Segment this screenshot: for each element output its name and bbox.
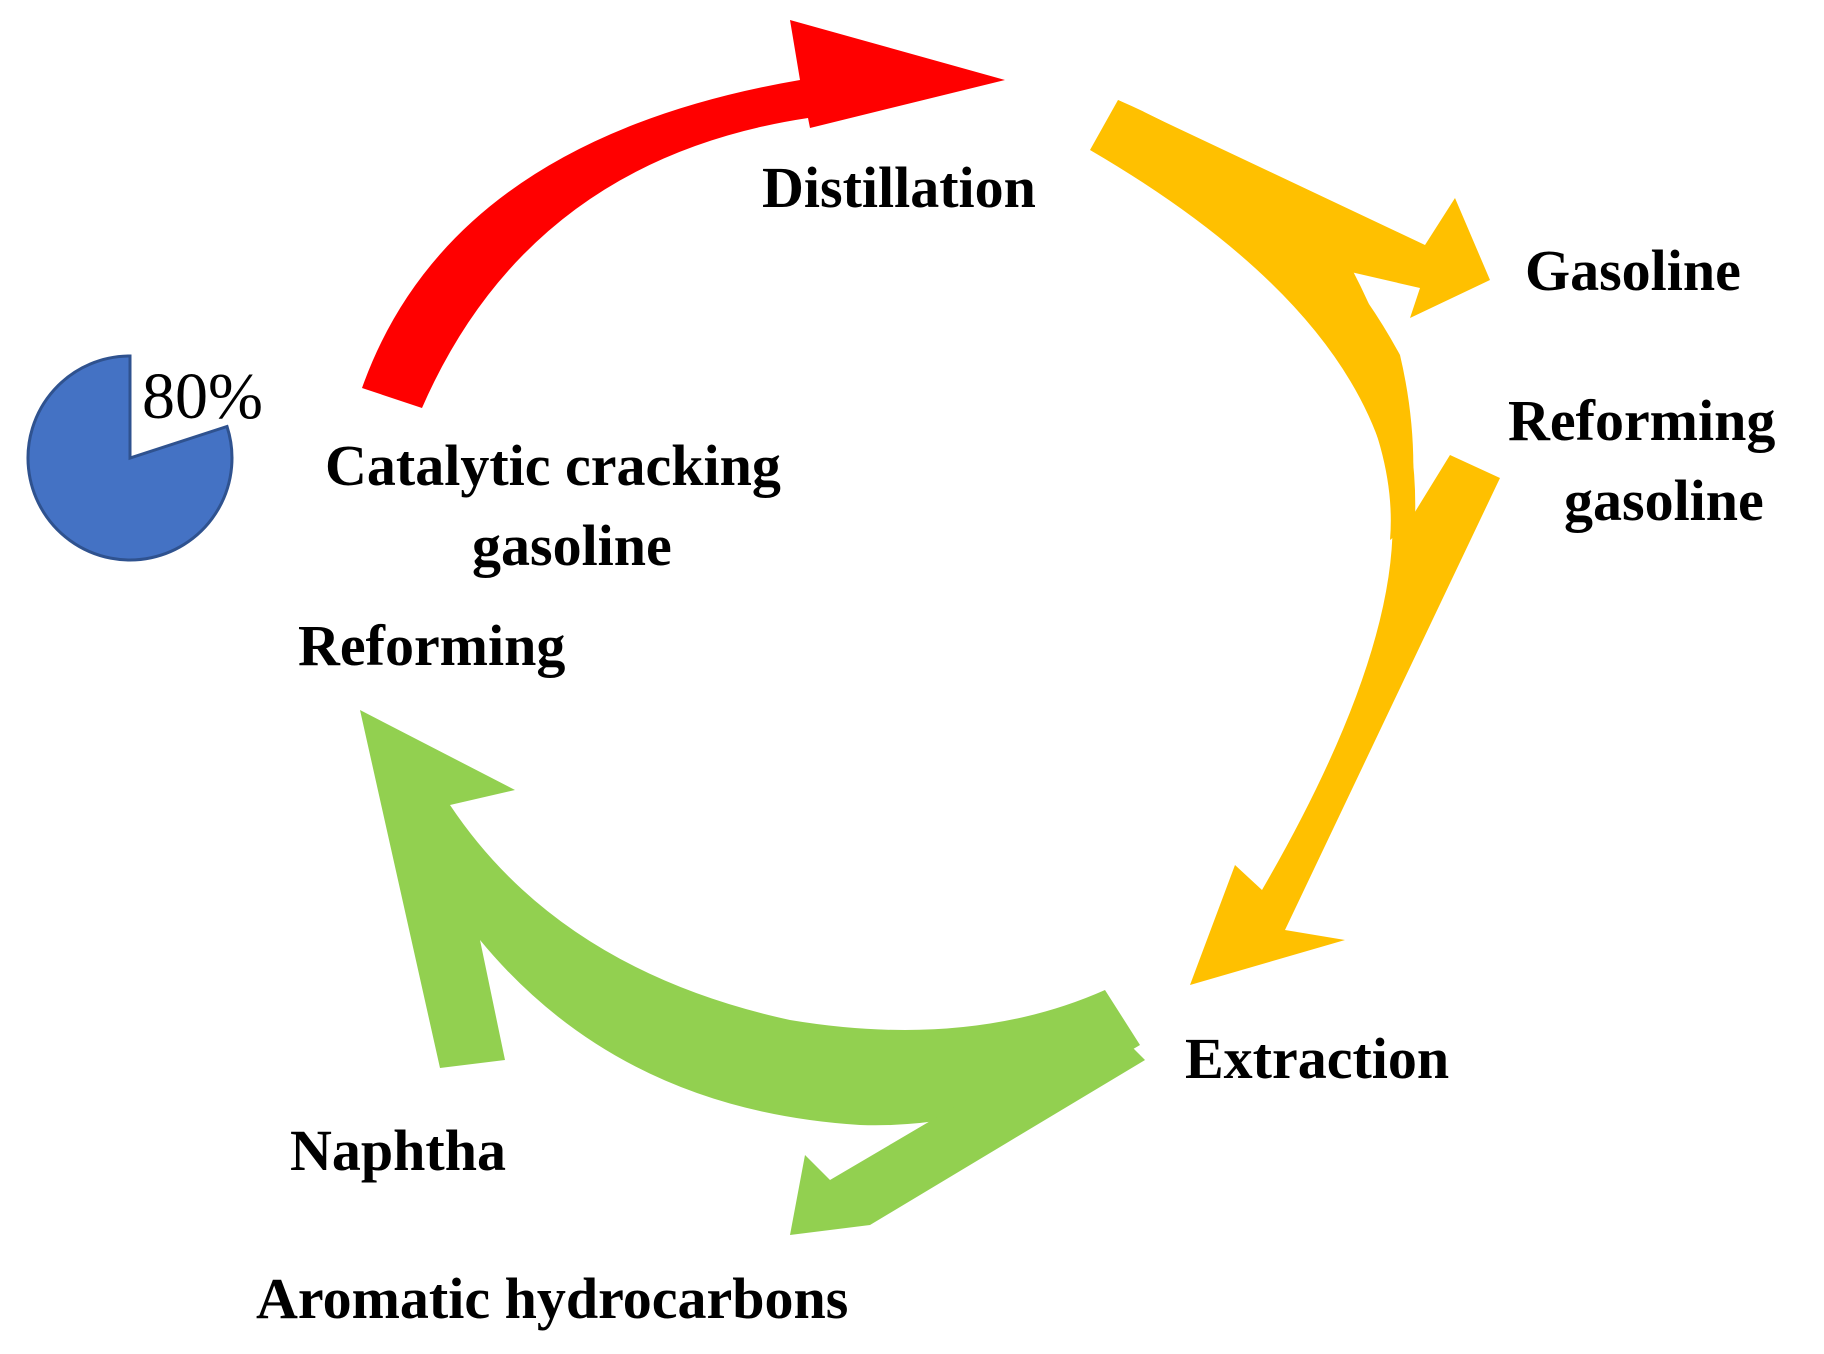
label-naphtha: Naphtha	[290, 1118, 506, 1183]
red-arrow-body	[362, 20, 1005, 408]
red-arrow	[362, 20, 1005, 408]
label-catalytic-cracking-line2: gasoline	[472, 513, 672, 578]
label-reforming: Reforming	[298, 613, 565, 678]
label-reforming-gasoline-line2: gasoline	[1564, 468, 1764, 533]
label-reforming-gasoline-line1: Reforming	[1508, 388, 1775, 453]
label-gasoline: Gasoline	[1525, 238, 1741, 303]
label-aromatic-hydrocarbons: Aromatic hydrocarbons	[256, 1266, 848, 1331]
green-arrow	[360, 710, 1145, 1235]
orange-arrow	[1090, 100, 1500, 985]
pie-80-percent: 80%	[26, 354, 263, 562]
orange-arrow-inner	[1285, 230, 1416, 540]
label-distillation: Distillation	[762, 155, 1036, 220]
green-arrow-branch-aromatic	[790, 1030, 1145, 1235]
pie-label: 80%	[142, 360, 263, 433]
pie-slice	[26, 354, 234, 562]
label-catalytic-cracking-line1: Catalytic cracking	[325, 433, 781, 498]
label-extraction: Extraction	[1185, 1026, 1449, 1091]
green-arrow-main	[360, 710, 1140, 1126]
